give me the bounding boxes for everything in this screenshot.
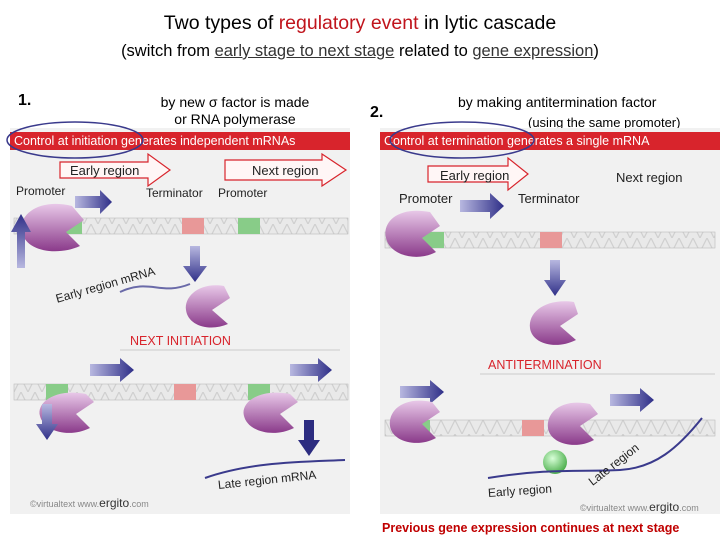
left-polymerase-3 xyxy=(243,392,298,433)
right-dna2-red xyxy=(522,420,544,436)
right-early-region-label: Early region xyxy=(440,168,510,183)
left-banner: Control at initiation generates independ… xyxy=(10,132,350,150)
title-prefix: Two types of xyxy=(163,12,279,34)
left-down-arrow-2 xyxy=(36,404,58,440)
left-up-arrow xyxy=(11,214,31,268)
right-arrow-4 xyxy=(610,388,654,412)
right-note-line1: by making antitermination factor xyxy=(458,94,657,110)
title-suffix: in lytic cascade xyxy=(418,12,557,34)
left-released-polymerase xyxy=(185,285,230,328)
subtitle-underline-2: gene expression xyxy=(472,42,594,60)
right-terminator-label: Terminator xyxy=(518,191,580,206)
left-promoter-arrow xyxy=(75,190,112,214)
left-next-region-arrow xyxy=(224,152,348,188)
left-section-title: NEXT INITIATION xyxy=(130,334,231,348)
left-dna-strip xyxy=(13,217,349,235)
right-antitermination-factor xyxy=(543,450,567,474)
left-polymerase-2 xyxy=(39,392,94,433)
left-credit-suffix: .com xyxy=(129,499,149,509)
left-next-region-label: Next region xyxy=(252,163,319,178)
right-rna-polymerase xyxy=(385,210,440,257)
right-released-polymerase xyxy=(529,301,578,345)
left-dna-promoter2-green xyxy=(238,218,260,234)
right-credit-suffix: .com xyxy=(679,503,699,513)
right-credit-brand: ergito xyxy=(649,500,680,514)
left-dna-terminator-red xyxy=(182,218,204,234)
subtitle-middle: related to xyxy=(394,42,473,60)
right-dna-red xyxy=(540,232,562,248)
left-note: by new σ factor is made or RNA polymeras… xyxy=(130,94,340,128)
left-promoter2-label: Promoter xyxy=(218,186,268,200)
left-credit-text: ©virtualtext www. xyxy=(30,499,100,509)
subtitle-close: ) xyxy=(593,42,599,60)
left-promoter-label: Promoter xyxy=(16,184,66,198)
right-polymerase-2 xyxy=(389,400,440,443)
left-down-arrow-3 xyxy=(298,420,320,456)
left-dna2-red xyxy=(174,384,196,400)
left-number: 1. xyxy=(18,92,32,109)
left-down-arrow xyxy=(183,246,207,282)
left-credit: ©virtualtext www.ergito.com xyxy=(30,496,149,510)
right-mrna-line xyxy=(487,417,703,479)
footer-note: Previous gene expression continues at ne… xyxy=(382,521,680,535)
right-credit: ©virtualtext www.ergito.com xyxy=(580,500,699,514)
slide-subtitle: (switch from early stage to next stage r… xyxy=(0,42,720,61)
right-section-title: ANTITERMINATION xyxy=(488,358,602,372)
left-credit-brand: ergito xyxy=(99,496,130,510)
right-promoter-arrow xyxy=(460,193,504,219)
left-late-mrna-line xyxy=(204,459,346,479)
subtitle-underline-1: early stage to next stage xyxy=(214,42,395,60)
slide-title: Two types of regulatory event in lytic c… xyxy=(0,12,720,35)
left-early-region-arrow xyxy=(59,152,172,188)
right-early-region-arrow xyxy=(427,156,529,192)
right-arrow-3 xyxy=(400,380,444,404)
right-note-line2: (using the same promoter) xyxy=(528,115,681,130)
left-note-line1: by new σ factor is made xyxy=(160,94,310,110)
left-note-line2: or RNA polymerase xyxy=(174,111,296,127)
right-banner: Control at termination generates a singl… xyxy=(380,132,720,150)
right-polymerase-3 xyxy=(547,402,598,445)
right-highlight-ellipse xyxy=(389,121,535,159)
subtitle-open: (switch from xyxy=(121,42,215,60)
left-terminator-label: Terminator xyxy=(146,186,203,200)
left-early-mrna-line xyxy=(119,283,191,293)
left-rna-polymerase xyxy=(21,203,84,252)
left-early-arrow-2 xyxy=(90,358,134,382)
right-number: 2. xyxy=(370,104,384,121)
left-early-region-label: Early region xyxy=(70,163,140,178)
right-credit-text: ©virtualtext www. xyxy=(580,503,650,513)
left-panel xyxy=(10,128,350,514)
right-next-region-label: Next region xyxy=(616,170,683,185)
right-down-arrow xyxy=(544,260,566,296)
left-next-arrow xyxy=(290,358,332,382)
title-highlight: regulatory event xyxy=(278,12,419,34)
right-promoter-label: Promoter xyxy=(399,191,453,206)
left-highlight-ellipse xyxy=(6,121,144,159)
